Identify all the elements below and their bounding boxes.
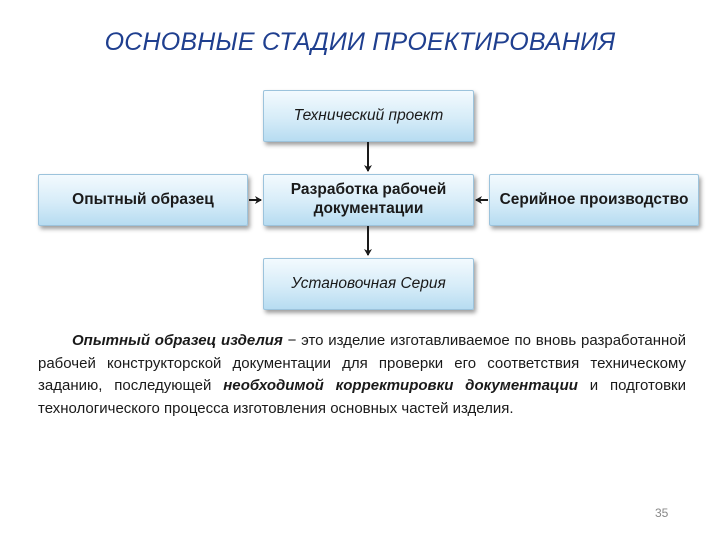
definition-paragraph: Опытный образец изделия − это изделие из… <box>38 330 686 420</box>
prototype-box: Опытный образец <box>38 174 248 226</box>
page-number: 35 <box>655 506 669 520</box>
definition-emphasis: необходимой корректировки документации <box>223 377 578 394</box>
definition-text-1: − это изделие изготавливаемое по вновь р… <box>38 332 686 394</box>
serial-production-box: Серийное производство <box>489 174 699 226</box>
definition-term: Опытный образец изделия <box>72 332 283 349</box>
definition-text-2: и подготовки технологического процесса и… <box>38 377 686 417</box>
technical-project-box: Технический проект <box>263 90 474 142</box>
working-documentation-box: Разработка рабочей документации <box>263 174 474 226</box>
page-title: ОСНОВНЫЕ СТАДИИ ПРОЕКТИРОВАНИЯ <box>104 28 616 56</box>
installation-series-box: Установочная Серия <box>263 258 474 310</box>
